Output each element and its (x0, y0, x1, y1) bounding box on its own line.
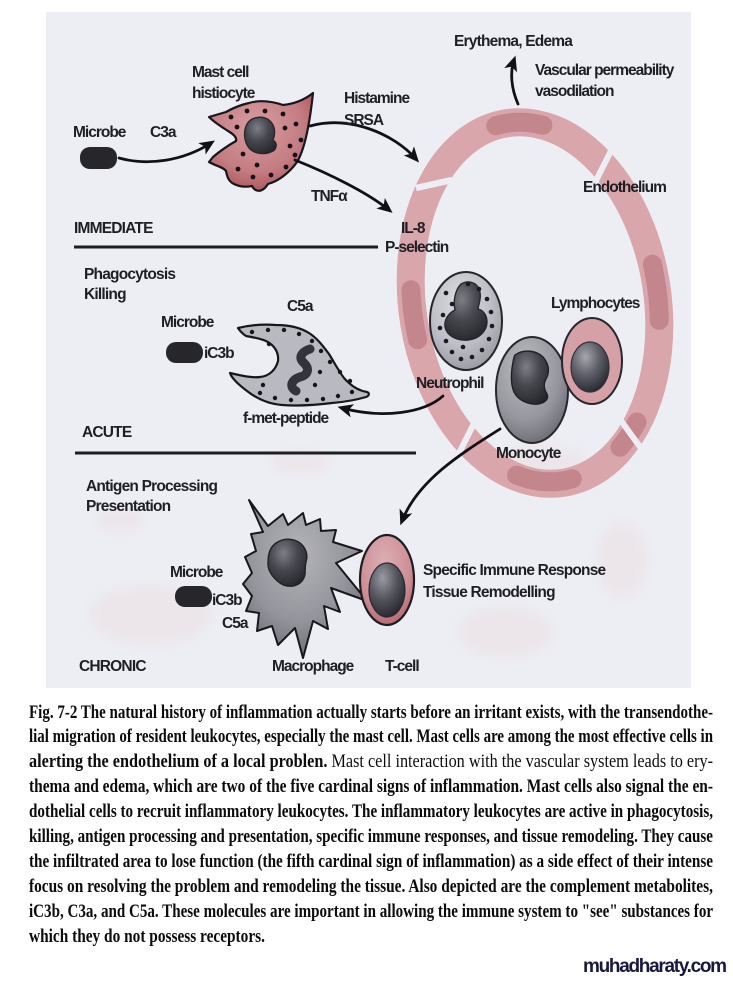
svg-text:Microbe: Microbe (161, 314, 215, 331)
svg-text:CHRONIC: CHRONIC (79, 658, 146, 675)
svg-text:T-cell: T-cell (385, 658, 419, 675)
svg-text:iC3b: iC3b (212, 592, 242, 609)
svg-text:Killing: Killing (84, 286, 126, 303)
svg-text:f-met-peptide: f-met-peptide (243, 410, 330, 427)
svg-text:Antigen Processing: Antigen Processing (86, 478, 217, 495)
svg-text:C5a: C5a (222, 615, 249, 632)
svg-text:TNFα: TNFα (311, 188, 348, 205)
svg-text:Macrophage: Macrophage (272, 658, 355, 675)
svg-text:histiocyte: histiocyte (192, 85, 256, 102)
svg-text:Microbe: Microbe (73, 124, 127, 141)
svg-text:Monocyte: Monocyte (496, 445, 562, 462)
svg-text:Endothelium: Endothelium (583, 179, 666, 196)
svg-text:ACUTE: ACUTE (82, 424, 132, 441)
svg-text:IMMEDIATE: IMMEDIATE (74, 220, 153, 237)
svg-text:C3a: C3a (150, 124, 177, 141)
svg-text:Specific Immune Response: Specific Immune Response (423, 562, 607, 579)
svg-text:C5a: C5a (287, 298, 314, 315)
svg-text:Erythema, Edema: Erythema, Edema (454, 33, 573, 50)
svg-text:Neutrophil: Neutrophil (416, 375, 484, 392)
svg-text:Vascular permeability: Vascular permeability (535, 62, 675, 79)
svg-text:Lymphocytes: Lymphocytes (551, 295, 640, 312)
svg-text:iC3b: iC3b (204, 345, 234, 362)
svg-text:Presentation: Presentation (86, 498, 171, 515)
svg-text:Microbe: Microbe (170, 564, 224, 581)
svg-text:Tissue Remodelling: Tissue Remodelling (423, 584, 555, 601)
svg-text:P-selectin: P-selectin (385, 239, 449, 256)
svg-text:Phagocytosis: Phagocytosis (84, 266, 175, 283)
svg-text:Mast cell: Mast cell (192, 64, 249, 81)
svg-text:vasodilation: vasodilation (535, 83, 614, 100)
svg-text:SRSA: SRSA (344, 112, 384, 129)
svg-text:IL-8: IL-8 (401, 220, 426, 237)
svg-text:Histamine: Histamine (344, 90, 410, 107)
